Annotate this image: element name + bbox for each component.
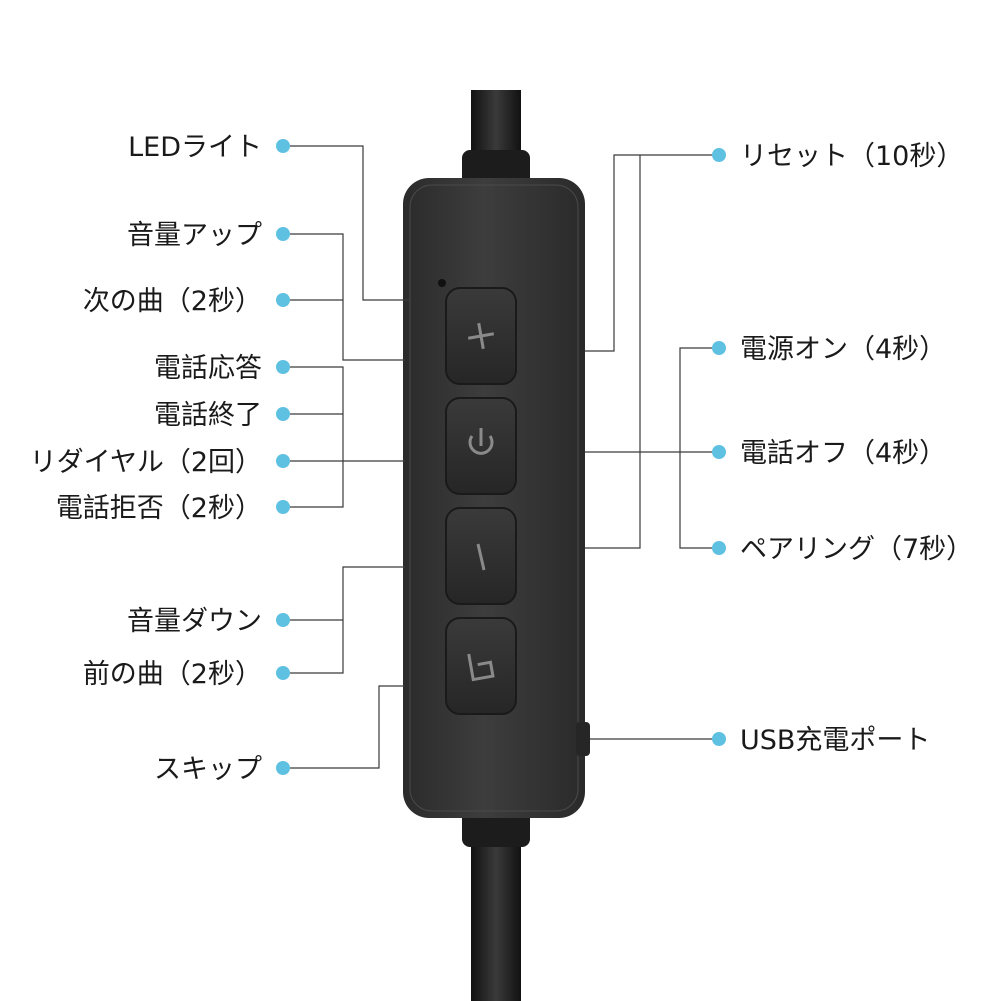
dot-led [276,139,290,153]
dot-call-end [276,407,290,421]
leader-skip [290,685,405,769]
label-prev-track: 前の曲（2秒） [83,659,262,690]
power-button[interactable] [445,397,517,495]
dot-pairing [712,541,726,555]
label-led-light: LEDライト [128,132,262,163]
leader-reset [585,154,712,352]
label-next-track: 次の曲（2秒） [83,286,262,317]
dot-power-off [712,445,726,459]
dot-call-reject [276,500,290,514]
remote-body-highlight [409,184,579,812]
dot-usb [712,732,726,746]
minus-icon [476,543,486,571]
remote-body [403,178,585,818]
label-call-end: 電話終了 [154,400,262,431]
callout-dots [276,139,726,775]
leader-power-group [679,347,712,549]
usb-port[interactable] [576,722,590,756]
dot-volume-up [276,227,290,241]
dot-reset [712,148,726,162]
skip-button[interactable] [445,617,517,715]
leader-volume-up [290,233,405,361]
leader-call-group [290,366,344,508]
label-power-off: 電話オフ（4秒） [740,438,946,469]
label-pairing: ペアリング（7秒） [740,534,973,565]
label-skip: スキップ [154,754,262,785]
volume-down-button[interactable] [445,507,517,605]
label-volume-up: 音量アップ [127,220,262,251]
label-redial: リダイヤル（2回） [30,447,262,478]
label-usb-port: USB充電ポート [740,725,930,756]
led-light [438,279,446,287]
dot-call-answer [276,360,290,374]
plus-icon [467,322,495,350]
dot-prev-track [276,666,290,680]
label-call-answer: 電話応答 [154,353,262,384]
leader-led [290,145,410,301]
dot-next-track [276,293,290,307]
label-reset: リセット（10秒） [740,141,963,172]
dot-power-on [712,341,726,355]
label-power-on: 電源オン（4秒） [740,334,946,365]
power-icon [468,428,494,455]
label-volume-down: 音量ダウン [127,606,262,637]
label-call-reject: 電話拒否（2秒） [56,493,262,524]
dot-volume-down [276,613,290,627]
dot-skip [276,761,290,775]
dot-redial [276,454,290,468]
leader-reset-inner [585,155,641,549]
skip-icon [467,653,495,682]
volume-up-button[interactable] [445,287,517,385]
